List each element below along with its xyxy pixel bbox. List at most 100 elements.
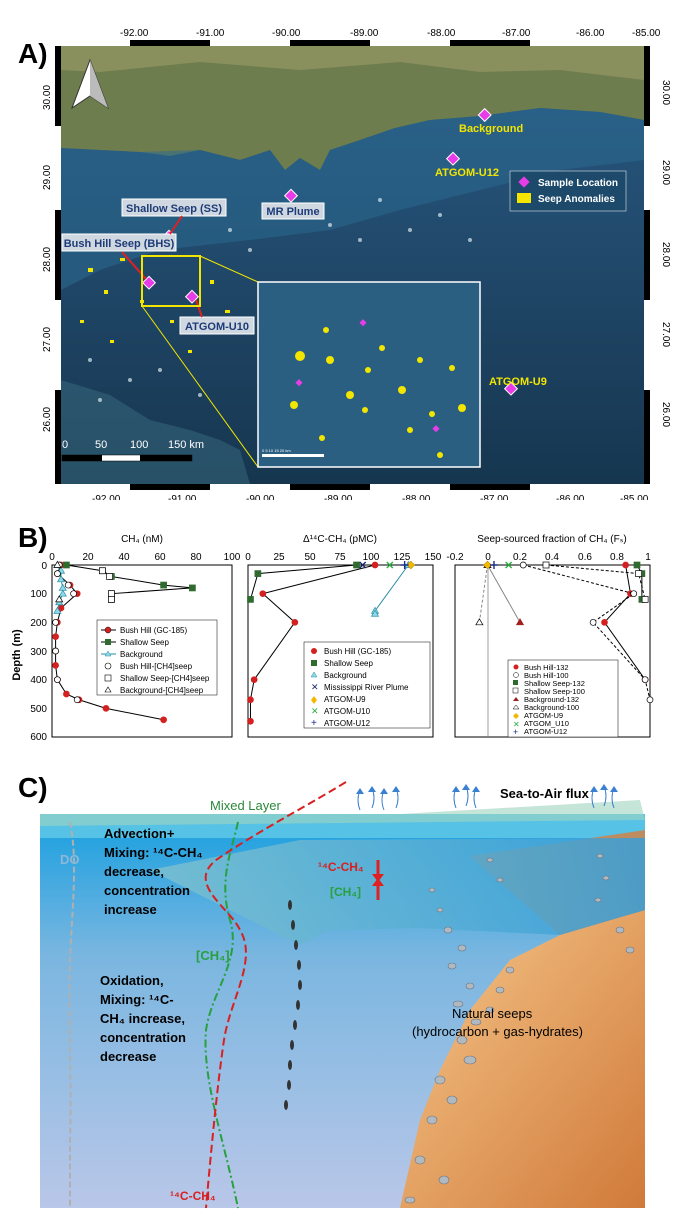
site-marker-atgom-u10	[184, 289, 200, 304]
seeps-label-2: (hydrocarbon + gas-hydrates)	[412, 1024, 583, 1039]
lon-tick: -85.00	[632, 28, 661, 39]
ch4-profile-line	[204, 821, 239, 1209]
map-legend: Sample Location Seep Anomalies	[509, 170, 627, 212]
data-point	[254, 570, 262, 577]
plot-title-fs: Seep-sourced fraction of CH₄ (Fₛ)	[477, 534, 627, 545]
land-north	[61, 46, 644, 80]
scale-50: 50	[95, 439, 107, 451]
panel-label-c: C)	[18, 772, 48, 803]
lat-tick: 28.00	[660, 242, 671, 267]
map-border-ticks	[55, 40, 650, 490]
data-point	[160, 716, 167, 724]
data-point	[483, 560, 492, 570]
data-point	[52, 661, 59, 669]
data-point	[400, 561, 409, 569]
site-marker-mr-plume	[283, 188, 299, 203]
lon-tick: -88.00	[427, 28, 456, 39]
adv-line: decrease,	[104, 864, 164, 879]
site-marker-background	[477, 107, 492, 123]
legend-entry: Background	[120, 650, 163, 659]
data-point	[542, 561, 550, 569]
legend-entry: Shallow Seep-[CH4]seep	[120, 674, 210, 683]
lat-labels-right: 30.00 29.00 28.00 27.00 26.00	[660, 80, 671, 427]
data-point	[505, 561, 513, 569]
legend-entry: Mississippi River Plume	[324, 683, 409, 692]
legend-entry: Background-100	[524, 703, 579, 712]
site-marker-bush-hill	[141, 275, 157, 290]
label-atgom-u10: ATGOM-U10	[185, 321, 249, 333]
data-point	[63, 690, 70, 698]
tick-label: 0	[485, 552, 491, 563]
data-point	[519, 561, 527, 569]
seafloor	[400, 910, 645, 1208]
data-point	[52, 618, 59, 626]
label-background: Background	[459, 123, 523, 135]
legend-marker-x: ✕	[513, 720, 520, 729]
tick-label: 100	[363, 552, 380, 563]
lat-tick: 27.00	[660, 322, 671, 347]
data-point	[641, 676, 649, 684]
advection-text: Advection+ Mixing: ¹⁴C-CH₄ decrease, con…	[104, 826, 203, 917]
panel-label-b: B)	[18, 522, 48, 553]
tick-label: 20	[82, 552, 94, 563]
adv-line: Mixing: ¹⁴C-CH₄	[104, 845, 203, 860]
depth-profiles: CH₄ (nM) Δ¹⁴C-CH₄ (pMC) Seep-sourced fra…	[11, 534, 654, 743]
trend-arrows	[372, 860, 384, 900]
scale-100: 100	[130, 439, 148, 451]
tick-label: 40	[118, 552, 130, 563]
data-point	[291, 618, 299, 626]
scale-bar: 0 50 100 150 km	[61, 439, 204, 462]
data-point	[108, 590, 115, 598]
adv-line: concentration	[104, 883, 190, 898]
depth-tick: 300	[30, 647, 47, 658]
data-point	[630, 590, 638, 598]
process-schematic: Sea-to-Air flux Mixed Layer DO Advection…	[40, 781, 645, 1209]
legend-sample: Sample Location	[538, 178, 618, 189]
legend-entry: Background-[CH4]seep	[120, 686, 204, 695]
scale-150: 150 km	[168, 439, 204, 451]
site-labels: Background ATGOM-U12 ATGOM-U9	[435, 123, 547, 388]
tick-label: 50	[304, 552, 316, 563]
ch4-line-label: [CH₄]	[196, 948, 230, 963]
data-point	[64, 581, 72, 589]
up-arrow-icon	[372, 878, 384, 886]
data-point	[641, 596, 649, 603]
lon-labels-bottom: -92.00 -91.00 -90.00 -89.00 -88.00 -87.0…	[92, 494, 649, 500]
plot-title-ch4: CH₄ (nM)	[121, 534, 163, 545]
series-c14	[247, 560, 416, 725]
legend-entry: ATGOM-U9	[524, 711, 563, 720]
tick-label: 0.8	[610, 552, 624, 563]
ch4-arrow-label: [CH₄]	[330, 885, 361, 899]
series-line	[603, 564, 646, 680]
data-point	[73, 696, 81, 704]
ticks-ch4: 0 20 40 60 80 100	[49, 552, 241, 563]
lat-tick: 29.00	[42, 165, 53, 190]
tick-label: 150	[425, 552, 442, 563]
legend-entry: Shallow Seep-100	[524, 687, 585, 696]
lat-tick: 30.00	[42, 85, 53, 110]
legend-entry: ATGOM-U12	[324, 719, 371, 728]
panel-label-a: A)	[18, 38, 48, 69]
tick-label: 0	[49, 552, 55, 563]
data-point	[646, 696, 654, 704]
data-point	[247, 596, 254, 603]
depth-tick: 100	[30, 589, 47, 600]
north-arrow-icon	[70, 58, 110, 110]
lon-tick: -89.00	[324, 494, 353, 500]
lon-tick: -88.00	[402, 494, 431, 500]
lon-tick: -89.00	[350, 28, 379, 39]
data-point	[58, 589, 67, 597]
depth-ticks: 0 100 200 300 400 500 600	[30, 561, 47, 743]
lon-tick: -90.00	[272, 28, 301, 39]
site-marker-atgom-u9	[503, 381, 519, 396]
series-line	[487, 564, 521, 623]
lon-tick: -87.00	[502, 28, 531, 39]
flux-arrowheads	[356, 784, 618, 794]
data-point	[52, 647, 59, 655]
data-point	[601, 618, 608, 626]
legend-ch4: Bush Hill (GC-185) Shallow Seep Backgrou…	[96, 619, 218, 696]
legend-sample-icon	[518, 176, 530, 188]
legend-entry: Bush Hill-132	[524, 663, 569, 672]
depth-tick: 500	[30, 704, 47, 715]
shelf	[61, 108, 644, 290]
